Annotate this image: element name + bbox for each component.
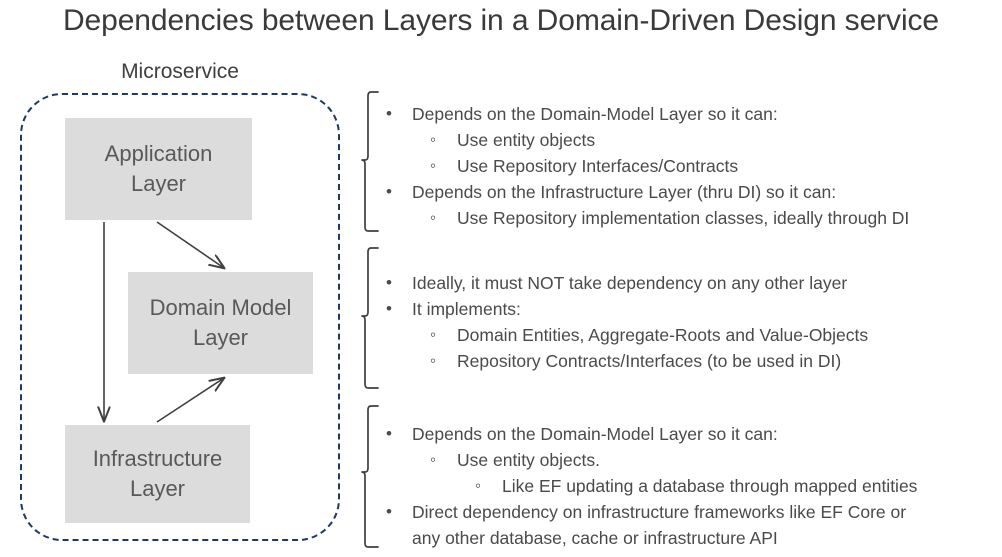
- layer-box-domain-model-label: Domain Model Layer: [144, 293, 298, 353]
- bullet-item-continuation: any other database, cache or infrastruct…: [412, 528, 778, 548]
- bullet-item: Depends on the Infrastructure Layer (thr…: [382, 179, 994, 205]
- layer-box-application-label: Application Layer: [99, 139, 219, 199]
- detail-block-domain-model: Ideally, it must NOT take dependency on …: [382, 270, 994, 374]
- brace-domain-model: [361, 247, 379, 389]
- microservice-label: Microservice: [121, 60, 239, 83]
- layer-box-infrastructure[interactable]: Infrastructure Layer: [65, 425, 250, 523]
- layer-label-line1: Application: [104, 141, 213, 166]
- bullet-item: Ideally, it must NOT take dependency on …: [382, 270, 994, 296]
- detail-block-infrastructure: Depends on the Domain-Model Layer so it …: [382, 421, 994, 551]
- bullet-item: Domain Entities, Aggregate-Roots and Val…: [382, 322, 994, 348]
- bullet-item: Use entity objects: [382, 127, 994, 153]
- bullet-item: Direct dependency on infrastructure fram…: [382, 499, 994, 525]
- bullet-item: Like EF updating a database through mapp…: [382, 473, 994, 499]
- bullet-item: Repository Contracts/Interfaces (to be u…: [382, 348, 994, 374]
- bullet-item: Depends on the Domain-Model Layer so it …: [382, 421, 994, 447]
- layer-label-line2: Layer: [130, 171, 187, 196]
- bullet-item: It implements:: [382, 296, 994, 322]
- bullet-item: Use Repository Interfaces/Contracts: [382, 153, 994, 179]
- bullet-item: Depends on the Domain-Model Layer so it …: [382, 101, 994, 127]
- bullet-item: Use entity objects.: [382, 447, 994, 473]
- page-title: Dependencies between Layers in a Domain-…: [62, 4, 939, 37]
- layer-label-line1: Domain Model: [149, 295, 292, 320]
- layer-box-infrastructure-label: Infrastructure Layer: [87, 444, 229, 504]
- bullet-item: Use Repository implementation classes, i…: [382, 205, 994, 231]
- brace-infrastructure: [361, 405, 379, 548]
- layer-label-line2: Layer: [192, 325, 249, 350]
- layer-box-domain-model[interactable]: Domain Model Layer: [128, 272, 313, 374]
- detail-block-application: Depends on the Domain-Model Layer so it …: [382, 101, 994, 231]
- layer-label-line1: Infrastructure: [92, 446, 223, 471]
- brace-application: [361, 91, 379, 232]
- microservice-boundary-dashed-rect: [20, 93, 340, 541]
- microservice-group: Microservice: [0, 58, 360, 548]
- layer-label-line2: Layer: [129, 476, 186, 501]
- layer-box-application[interactable]: Application Layer: [65, 118, 252, 220]
